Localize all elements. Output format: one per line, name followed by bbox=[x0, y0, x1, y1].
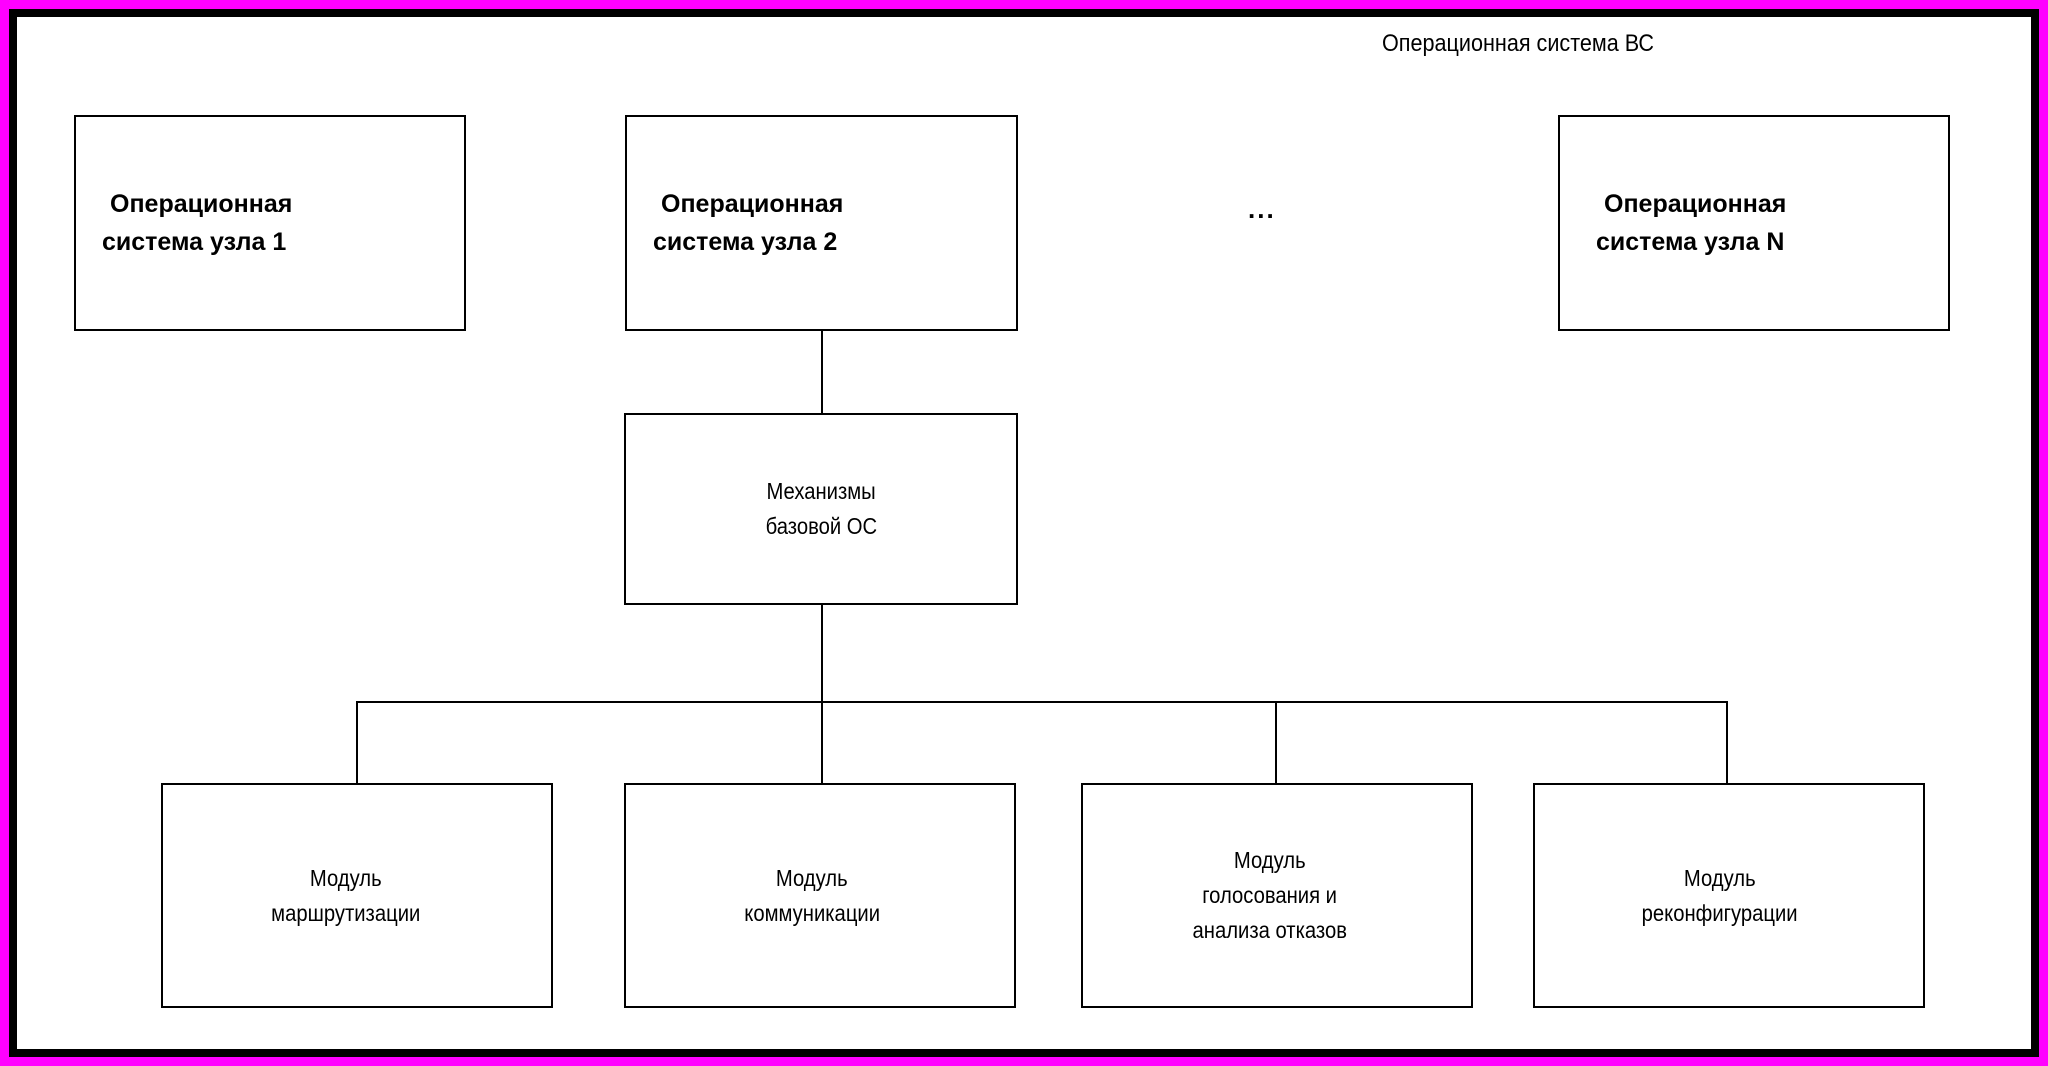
node-os-box-1-line2: система узла 1 bbox=[102, 228, 287, 256]
diagram-title: Операционная система ВС bbox=[1382, 30, 1655, 57]
node-os-box-1: Операционная система узла 1 bbox=[74, 115, 466, 331]
module-box-communication-text: Модуль коммуникации bbox=[735, 861, 889, 931]
module-box-routing-line1: Модуль bbox=[310, 864, 382, 891]
module-box-routing: Модуль маршрутизации bbox=[161, 783, 553, 1008]
connector-bus-to-module-3 bbox=[1275, 701, 1277, 784]
module-box-routing-text: Модуль маршрутизации bbox=[261, 861, 430, 931]
module-box-voting-line3: анализа отказов bbox=[1192, 917, 1348, 943]
node-os-box-2-line1: Операционная bbox=[661, 190, 844, 218]
module-box-voting-line1: Модуль bbox=[1234, 847, 1306, 873]
module-box-voting-line2: голосования и bbox=[1202, 882, 1338, 908]
module-box-reconfiguration: Модуль реконфигурации bbox=[1533, 783, 1925, 1008]
node-os-box-2: Операционная система узла 2 bbox=[625, 115, 1018, 331]
node-os-box-1-line1: Операционная bbox=[110, 190, 293, 218]
node-os-box-n-line2: система узла N bbox=[1596, 228, 1785, 256]
module-box-voting-failure-analysis: Модуль голосования и анализа отказов bbox=[1081, 783, 1473, 1008]
module-box-routing-line2: маршрутизации bbox=[271, 899, 421, 926]
node-os-box-n-line1: Операционная bbox=[1604, 190, 1787, 218]
module-box-reconfiguration-line2: реконфигурации bbox=[1641, 899, 1798, 926]
base-os-mechanisms-box: Механизмы базовой ОС bbox=[624, 413, 1018, 605]
module-box-communication: Модуль коммуникации bbox=[624, 783, 1016, 1008]
connector-bus-to-module-2 bbox=[821, 701, 823, 784]
connector-bus-to-module-4 bbox=[1726, 701, 1728, 784]
module-box-reconfiguration-line1: Модуль bbox=[1684, 864, 1756, 891]
connector-node2-to-baseos bbox=[821, 331, 823, 413]
ellipsis-separator: ... bbox=[1248, 194, 1276, 224]
module-box-reconfiguration-text: Модуль реконфигурации bbox=[1631, 861, 1808, 931]
module-bus-line bbox=[356, 701, 1728, 703]
module-box-communication-line2: коммуникации bbox=[744, 899, 880, 926]
connector-bus-to-module-1 bbox=[356, 701, 358, 784]
module-box-voting-failure-analysis-text: Модуль голосования и анализа отказов bbox=[1182, 843, 1358, 948]
base-os-text: Механизмы базовой ОС bbox=[758, 474, 885, 544]
module-box-communication-line1: Модуль bbox=[776, 864, 848, 891]
node-os-box-n: Операционная система узла N bbox=[1558, 115, 1950, 331]
connector-baseos-to-bus bbox=[821, 605, 823, 703]
base-os-line1: Механизмы bbox=[766, 478, 876, 504]
node-os-box-2-line2: система узла 2 bbox=[653, 228, 838, 256]
base-os-line2: базовой ОС bbox=[765, 513, 877, 539]
